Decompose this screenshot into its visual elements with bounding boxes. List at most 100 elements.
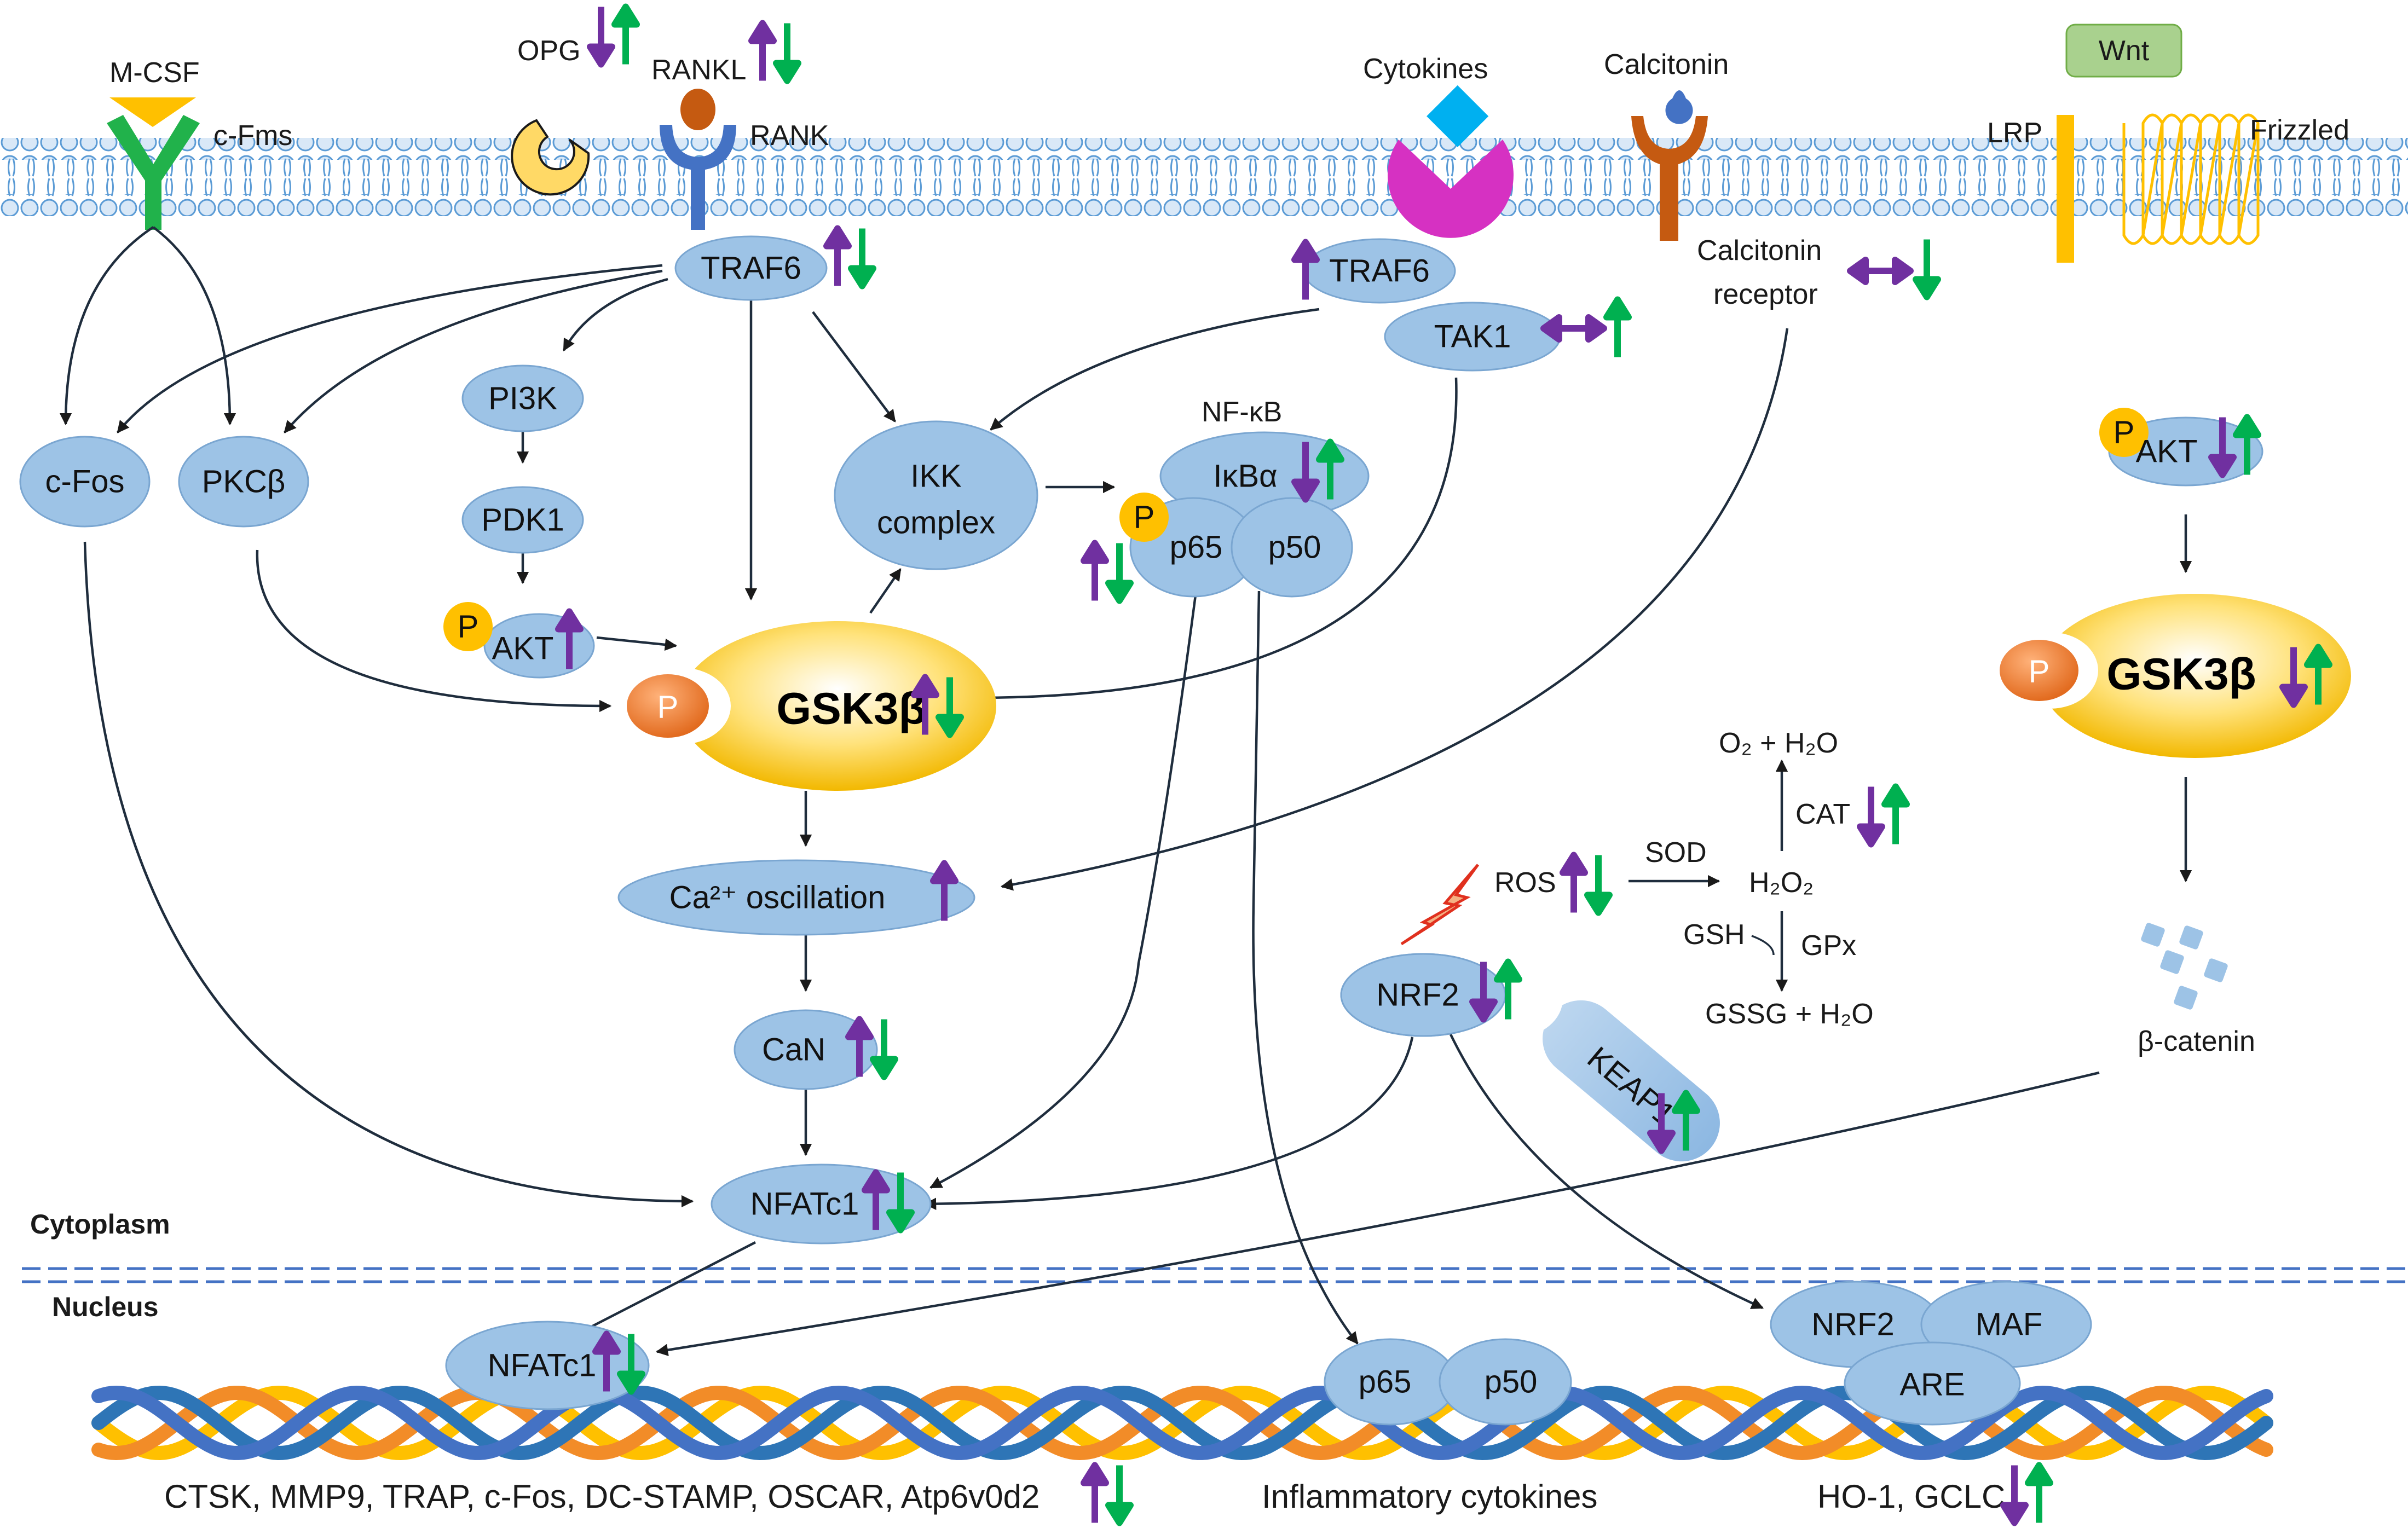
calcitonin-receptor-label-1: Calcitonin xyxy=(1697,235,1822,267)
down-arrow-icon xyxy=(870,1019,898,1080)
edge-tak1-gsk3b xyxy=(981,377,1458,704)
edge-gsk3b-ikk xyxy=(869,568,902,614)
genes-nrf2-label: HO-1, GCLC xyxy=(1817,1478,2005,1515)
down-arrow-icon xyxy=(2279,647,2308,708)
pdk1-text: PDK1 xyxy=(481,502,564,538)
p50-text: p50 xyxy=(1268,530,1321,565)
gssg-label: GSSG + H₂O xyxy=(1705,998,1874,1030)
calcitonin-receptor-icon xyxy=(1631,116,1708,241)
up-arrow-icon xyxy=(1672,1090,1700,1151)
cytokines-label: Cytokines xyxy=(1363,53,1488,85)
edge-p50-nucleus xyxy=(1252,591,1359,1345)
cfos-text: c-Fos xyxy=(45,464,125,500)
node-can xyxy=(734,1009,878,1090)
ikk-text-1: IKK xyxy=(910,459,962,494)
edge-cfms-cfos xyxy=(59,226,154,426)
regulation-indicators xyxy=(555,3,2332,1526)
up-arrow-icon xyxy=(1494,958,1522,1020)
lrp-icon xyxy=(2057,115,2074,263)
p65-text: p65 xyxy=(1170,530,1223,565)
pi3k-text: PI3K xyxy=(488,381,557,416)
can-text: CaN xyxy=(762,1032,825,1068)
down-arrow-icon xyxy=(886,1172,915,1234)
sod-label: SOD xyxy=(1645,837,1707,869)
nucleus-label: Nucleus xyxy=(52,1292,159,1322)
opg-icon xyxy=(511,119,590,196)
node-p50-nuc xyxy=(1439,1338,1572,1426)
cytokine-receptor-icon xyxy=(1388,140,1514,238)
edge-betacatenin-nfatc1 xyxy=(655,1071,2100,1356)
akt-right-text: AKT xyxy=(2136,434,2198,470)
node-are xyxy=(1844,1341,2021,1426)
nuclear-envelope xyxy=(22,1267,2408,1283)
up-arrow-icon xyxy=(1560,852,1588,913)
beta-catenin-icon xyxy=(2141,923,2228,1010)
rank-receptor-icon xyxy=(660,125,736,230)
p65-nuc-text: p65 xyxy=(1359,1364,1412,1400)
down-arrow-icon xyxy=(848,228,876,290)
down-arrow-icon xyxy=(1469,962,1498,1023)
gsk3b-left-text: GSK3β xyxy=(776,684,926,734)
node-pi3k xyxy=(461,364,584,432)
maf-text: MAF xyxy=(1976,1307,2042,1342)
up-arrow-icon xyxy=(930,860,958,921)
node-traf6-a xyxy=(674,235,828,301)
edge-traf6-pkcb xyxy=(284,269,663,433)
up-arrow-icon xyxy=(1081,1462,1109,1523)
phospho-icon-akt-left xyxy=(443,602,493,651)
up-arrow-icon xyxy=(1291,239,1320,300)
down-arrow-icon xyxy=(2000,1465,2029,1526)
up-arrow-icon xyxy=(911,674,939,735)
akt-left-text: AKT xyxy=(492,631,554,667)
up-arrow-icon xyxy=(845,1016,874,1077)
ikk-text-2: complex xyxy=(877,505,995,541)
up-arrow-icon xyxy=(1603,296,1632,357)
gsk3b-right-shape xyxy=(2000,594,2351,758)
p-akt-right-text: P xyxy=(2114,415,2135,450)
phospho-icon-akt-right xyxy=(2099,408,2149,457)
cytoplasm-label: Cytoplasm xyxy=(30,1209,170,1240)
up-arrow-icon xyxy=(748,20,777,81)
up-arrow-icon xyxy=(1316,438,1344,500)
edge-traf6-pi3k xyxy=(563,277,668,351)
edge-akt-gsk3b xyxy=(596,636,678,651)
cfms-receptor-icon xyxy=(107,115,200,230)
cfms-label: c-Fms xyxy=(213,120,292,152)
up-arrow-icon xyxy=(555,608,584,669)
node-pdk1 xyxy=(461,486,584,554)
p-gsk3b-right-text: P xyxy=(2029,654,2050,690)
mcsf-ligand-icon xyxy=(109,97,196,127)
p50-nuc-text: p50 xyxy=(1485,1364,1538,1400)
mcsf-receptor xyxy=(107,97,200,230)
keap1-shape xyxy=(1543,1000,1720,1162)
node-pkcb xyxy=(178,436,309,528)
up-arrow-icon xyxy=(1881,783,1910,844)
down-arrow-icon xyxy=(1647,1093,1676,1154)
down-arrow-icon xyxy=(1105,1465,1134,1526)
up-arrow-icon xyxy=(611,3,640,65)
lightning-icon xyxy=(1400,864,1480,946)
calcitonin-receptor-label-2: receptor xyxy=(1713,279,1818,310)
edge-gsh-curve xyxy=(1751,935,1775,956)
pathway-edges xyxy=(59,226,2192,1356)
ros-label: ROS xyxy=(1494,867,1556,899)
h2o2-label: H₂O₂ xyxy=(1749,867,1814,899)
cytokine-receptor xyxy=(1388,85,1514,238)
down-arrow-icon xyxy=(773,23,801,84)
genes-nfatc1-label: CTSK, MMP9, TRAP, c-Fos, DC-STAMP, OSCAR… xyxy=(164,1478,1040,1515)
down-arrow-icon xyxy=(1857,786,1885,848)
edge-tak1-ikk xyxy=(990,308,1320,431)
down-arrow-icon xyxy=(936,677,964,738)
cytokine-ligand-icon xyxy=(1427,85,1489,147)
are-text: ARE xyxy=(1899,1367,1965,1403)
edge-nfatc1-nucleus xyxy=(562,1241,757,1342)
cell-membrane xyxy=(0,138,2408,216)
bidirectional-arrow-icon xyxy=(1847,257,1914,285)
node-ikk xyxy=(834,420,1038,570)
down-arrow-icon xyxy=(2208,417,2237,478)
calcitonin-receptor xyxy=(1631,90,1708,241)
tak1-text: TAK1 xyxy=(1434,319,1511,355)
traf6-a-text: TRAF6 xyxy=(701,251,801,286)
